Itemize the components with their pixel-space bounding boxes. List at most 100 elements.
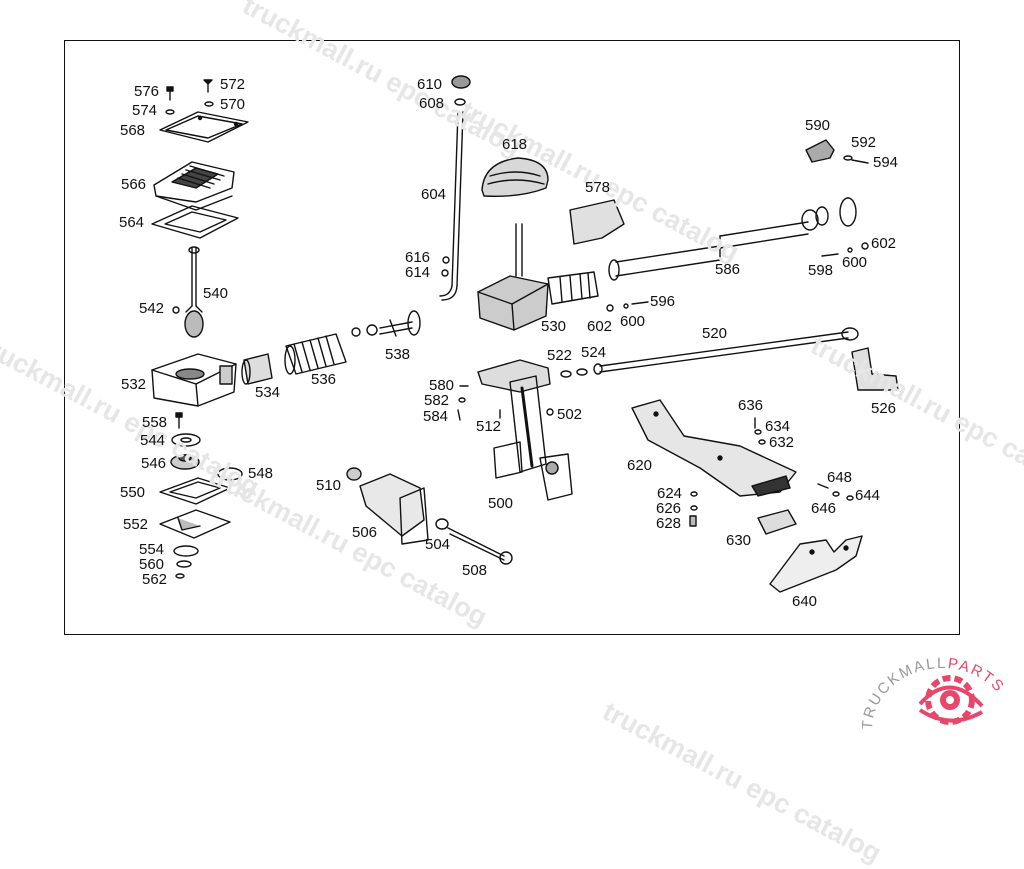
part-label: 526 (871, 400, 897, 417)
logo-text-part2: PARTS (947, 655, 1008, 696)
part-520-selector-rod (593, 327, 859, 375)
part-label: 508 (462, 562, 488, 579)
part-label: 620 (627, 457, 653, 474)
part-574-washer (165, 109, 175, 115)
part-524-ring (576, 368, 588, 376)
part-510-nut (346, 467, 362, 481)
part-604-rod (439, 111, 464, 301)
part-596-bolt (631, 301, 649, 305)
part-544-ring (171, 433, 201, 447)
part-628-bolt (689, 515, 697, 527)
part-label: 628 (656, 515, 682, 532)
part-label: 632 (769, 434, 795, 451)
part-label: 510 (316, 477, 342, 494)
part-label: 626 (656, 500, 682, 517)
part-label: 530 (541, 318, 567, 335)
part-label: 624 (657, 485, 683, 502)
part-624-washer (690, 491, 698, 497)
part-label: 578 (585, 179, 611, 196)
part-label: 554 (139, 541, 165, 558)
part-label: 608 (419, 95, 445, 112)
part-label: 544 (140, 432, 166, 449)
part-label: 548 (248, 465, 274, 482)
part-label: 590 (805, 117, 831, 134)
part-646-washer (832, 491, 840, 497)
svg-text:TRUCKMALLPARTS: TRUCKMALLPARTS (862, 655, 1008, 730)
part-532-selector-housing (151, 353, 237, 407)
part-label: 596 (650, 293, 676, 310)
part-552-bracket (159, 509, 231, 539)
part-592-washer (843, 155, 853, 161)
part-608-ring (454, 98, 466, 106)
part-632-nut (758, 439, 766, 445)
part-566-ribbed-cover (153, 161, 235, 211)
part-522-ring (560, 370, 572, 378)
part-label: 562 (142, 571, 168, 588)
part-label: 636 (738, 397, 764, 414)
part-502-nut (546, 408, 554, 416)
part-label: 506 (352, 524, 378, 541)
part-550-plate (159, 477, 231, 505)
part-label: 594 (873, 154, 899, 171)
part-534-bushing (241, 353, 273, 385)
part-546-cap (170, 454, 200, 470)
part-558-bolt (175, 412, 183, 429)
part-label: 580 (429, 377, 455, 394)
part-label: 552 (123, 516, 149, 533)
part-label: 572 (220, 76, 246, 93)
part-label: 576 (134, 83, 160, 100)
part-label: 630 (726, 532, 752, 549)
part-label: 512 (476, 418, 502, 435)
part-508-rod (447, 527, 513, 565)
part-576-bolt (166, 86, 174, 101)
part-label: 564 (119, 214, 145, 231)
part-530-gearshift-housing (477, 271, 599, 331)
part-label: 640 (792, 593, 818, 610)
part-label: 546 (141, 455, 167, 472)
part-540-shift-lever (184, 246, 204, 338)
part-label: 536 (311, 371, 337, 388)
part-598-bolt (821, 253, 839, 257)
part-label: 604 (421, 186, 447, 203)
part-634-washer (754, 429, 762, 435)
part-548-gasket (217, 467, 243, 481)
part-label: 592 (851, 134, 877, 151)
part-506-bracket (359, 473, 429, 545)
part-label: 648 (827, 469, 853, 486)
brand-logo: TRUCKMALLPARTS (859, 648, 1022, 748)
part-590-clamp (805, 139, 835, 163)
part-564-flange-plate (151, 205, 239, 239)
part-label: 568 (120, 122, 146, 139)
part-554-washer (173, 545, 199, 557)
part-610-knob (451, 75, 471, 89)
part-626-washer (690, 505, 698, 511)
part-label: 542 (139, 300, 165, 317)
gear-logo-icon (918, 675, 984, 725)
part-644-nut (846, 495, 854, 501)
part-label: 522 (547, 347, 573, 364)
part-602-nut-right (861, 242, 869, 250)
part-label: 644 (855, 487, 881, 504)
part-label: 570 (220, 96, 246, 113)
part-label: 550 (120, 484, 146, 501)
part-label: 586 (715, 261, 741, 278)
part-562-nut (175, 573, 185, 579)
part-label: 646 (811, 500, 837, 517)
part-label: 504 (425, 536, 451, 553)
part-630-pad (757, 509, 797, 535)
part-616-clip (442, 256, 450, 264)
part-label: 582 (424, 392, 450, 409)
diagram-frame (64, 40, 960, 635)
part-label: 602 (871, 235, 897, 252)
part-label: 584 (423, 408, 449, 425)
part-640-floor-bracket (769, 535, 863, 593)
part-504-clip (435, 518, 449, 530)
part-label: 558 (142, 414, 168, 431)
part-label: 534 (255, 384, 281, 401)
part-586-extension-shaft (608, 197, 857, 281)
part-620-floor-plate (631, 399, 797, 497)
part-526-bracket (851, 347, 899, 391)
part-label: 616 (405, 249, 431, 266)
part-536-rubber-boot (284, 333, 347, 375)
part-label: 574 (132, 102, 158, 119)
